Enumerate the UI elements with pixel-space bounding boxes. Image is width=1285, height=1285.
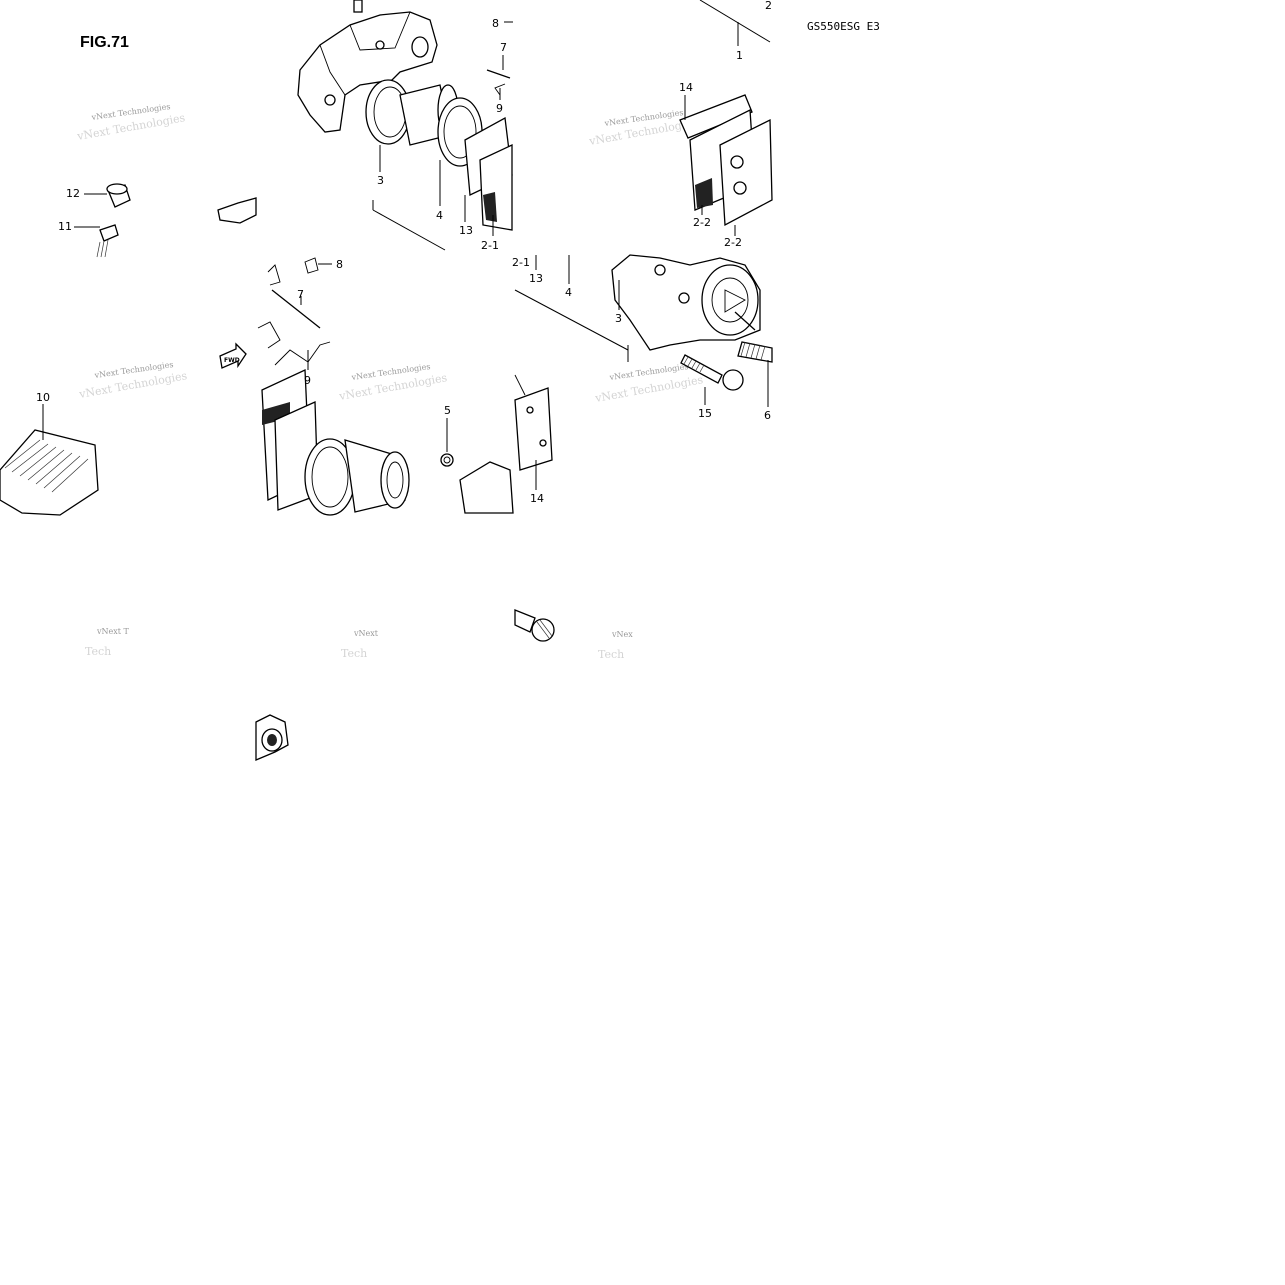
svg-text:vNex: vNex <box>611 630 633 639</box>
svg-text:Tech: Tech <box>85 645 111 658</box>
callouts: 1 2 2-1 2-2 2-2 3 3 4 4 5 6 7 7 8 8 9 9 … <box>36 0 772 505</box>
callout-8: 8 <box>492 17 499 30</box>
callout-8: 8 <box>336 258 343 271</box>
callout-2: 2 <box>765 0 772 12</box>
callout-13: 13 <box>529 272 543 285</box>
callout-4: 4 <box>565 286 572 299</box>
lower-fragments <box>255 609 555 761</box>
fragment <box>217 197 257 224</box>
caliper-assembly-middle: FWD <box>219 257 514 516</box>
caliper-assembly-lower: 2-1 <box>512 254 773 407</box>
shim-14 <box>514 374 553 490</box>
watermarks: vNext Technologies vNext Technologies vN… <box>75 102 704 661</box>
pad-assembly-upper <box>679 0 773 236</box>
svg-text:vNext: vNext <box>353 629 379 638</box>
callout-12: 12 <box>66 187 80 200</box>
watermark-fragment: vNext T Tech vNext Tech vNex Tech <box>85 627 633 661</box>
bleeder-parts <box>74 183 131 258</box>
callout-14: 14 <box>530 492 544 505</box>
callout-7: 7 <box>500 41 507 54</box>
callout-3: 3 <box>377 174 384 187</box>
callout-10: 10 <box>36 391 50 404</box>
callout-5: 5 <box>444 404 451 417</box>
callout-6: 6 <box>764 409 771 422</box>
callout-4: 4 <box>436 209 443 222</box>
callout-13: 13 <box>459 224 473 237</box>
caliper-assembly-upper <box>297 0 513 251</box>
svg-text:Tech: Tech <box>598 648 624 661</box>
callout-3: 3 <box>615 312 622 325</box>
callout-7: 7 <box>297 288 304 301</box>
svg-text:Tech: Tech <box>341 647 367 660</box>
brake-pad-10 <box>0 404 99 516</box>
callout-9: 9 <box>304 374 311 387</box>
callout-2-2: 2-2 <box>724 236 742 249</box>
callout-2-1: 2-1 <box>481 239 499 252</box>
callout-label: 2-1 <box>512 256 530 269</box>
figure-label: FIG.71 <box>80 34 129 51</box>
svg-text:vNext T: vNext T <box>96 627 130 636</box>
callout-9: 9 <box>496 102 503 115</box>
model-code: GS550ESG E3 <box>807 20 880 33</box>
callout-2-2: 2-2 <box>693 216 711 229</box>
callout-11: 11 <box>58 220 72 233</box>
fwd-label: FWD <box>224 357 240 364</box>
callout-14: 14 <box>679 81 693 94</box>
callout-1: 1 <box>736 49 743 62</box>
callout-15: 15 <box>698 407 712 420</box>
